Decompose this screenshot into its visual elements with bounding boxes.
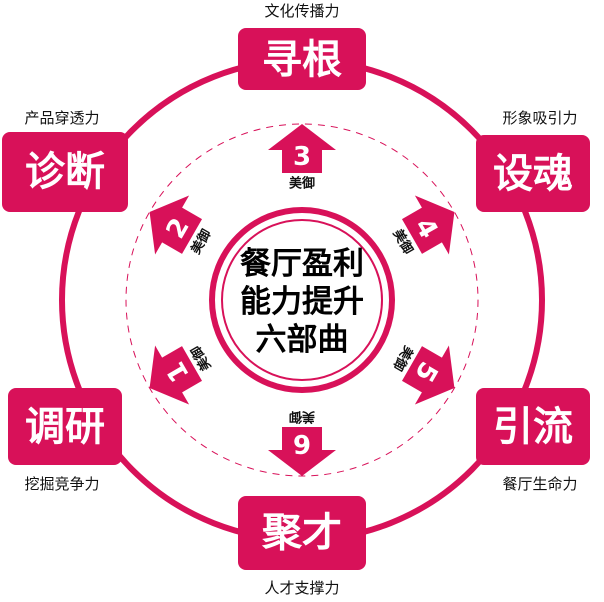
- step-arrow-2: 2 美御: [149, 195, 215, 257]
- stage-caption: 形象吸引力: [502, 109, 577, 127]
- stage-diaoyan: 调研 挖掘竞争力: [8, 388, 122, 493]
- center-title-line-2: 能力提升: [240, 284, 364, 320]
- step-arrow-3: 3 美御: [268, 124, 336, 192]
- step-number: 6: [293, 428, 311, 458]
- center-outer-ring: [209, 207, 395, 393]
- step-arrow-6: 6 美御: [268, 409, 336, 476]
- step-label: 美御: [289, 176, 315, 192]
- step-arrow-1: 1 美御: [149, 343, 215, 405]
- stage-caption: 挖掘竞争力: [24, 475, 99, 493]
- stage-title: 诊断: [25, 149, 105, 195]
- stage-xungen: 寻根 文化传播力: [238, 2, 366, 90]
- step-label: 美御: [289, 409, 315, 425]
- stage-caption: 文化传播力: [264, 2, 339, 20]
- center-title-line-1: 餐厅盈利: [240, 246, 364, 282]
- stage-caption: 产品穿透力: [24, 109, 99, 127]
- stage-title: 引流: [493, 404, 573, 450]
- stage-caption: 餐厅生命力: [502, 475, 577, 493]
- stage-shehun: 设魂 形象吸引力: [476, 109, 590, 212]
- stage-title: 调研: [25, 404, 105, 450]
- step-arrow-5: 5 美御: [389, 343, 455, 405]
- center-title-line-3: 六部曲: [256, 322, 349, 358]
- stage-caption: 人才支撑力: [264, 579, 339, 597]
- step-number: 3: [293, 142, 311, 172]
- stage-zhenduan: 诊断 产品穿透力: [2, 109, 128, 212]
- step-arrow-4: 4 美御: [389, 195, 455, 257]
- stage-jucai: 聚才 人才支撑力: [238, 496, 366, 597]
- stage-yinliu: 引流 餐厅生命力: [476, 388, 590, 493]
- stage-title: 寻根: [262, 37, 342, 83]
- stage-title: 聚才: [261, 510, 342, 556]
- stage-title: 设魂: [493, 151, 573, 197]
- center-inner-ring: [221, 219, 383, 381]
